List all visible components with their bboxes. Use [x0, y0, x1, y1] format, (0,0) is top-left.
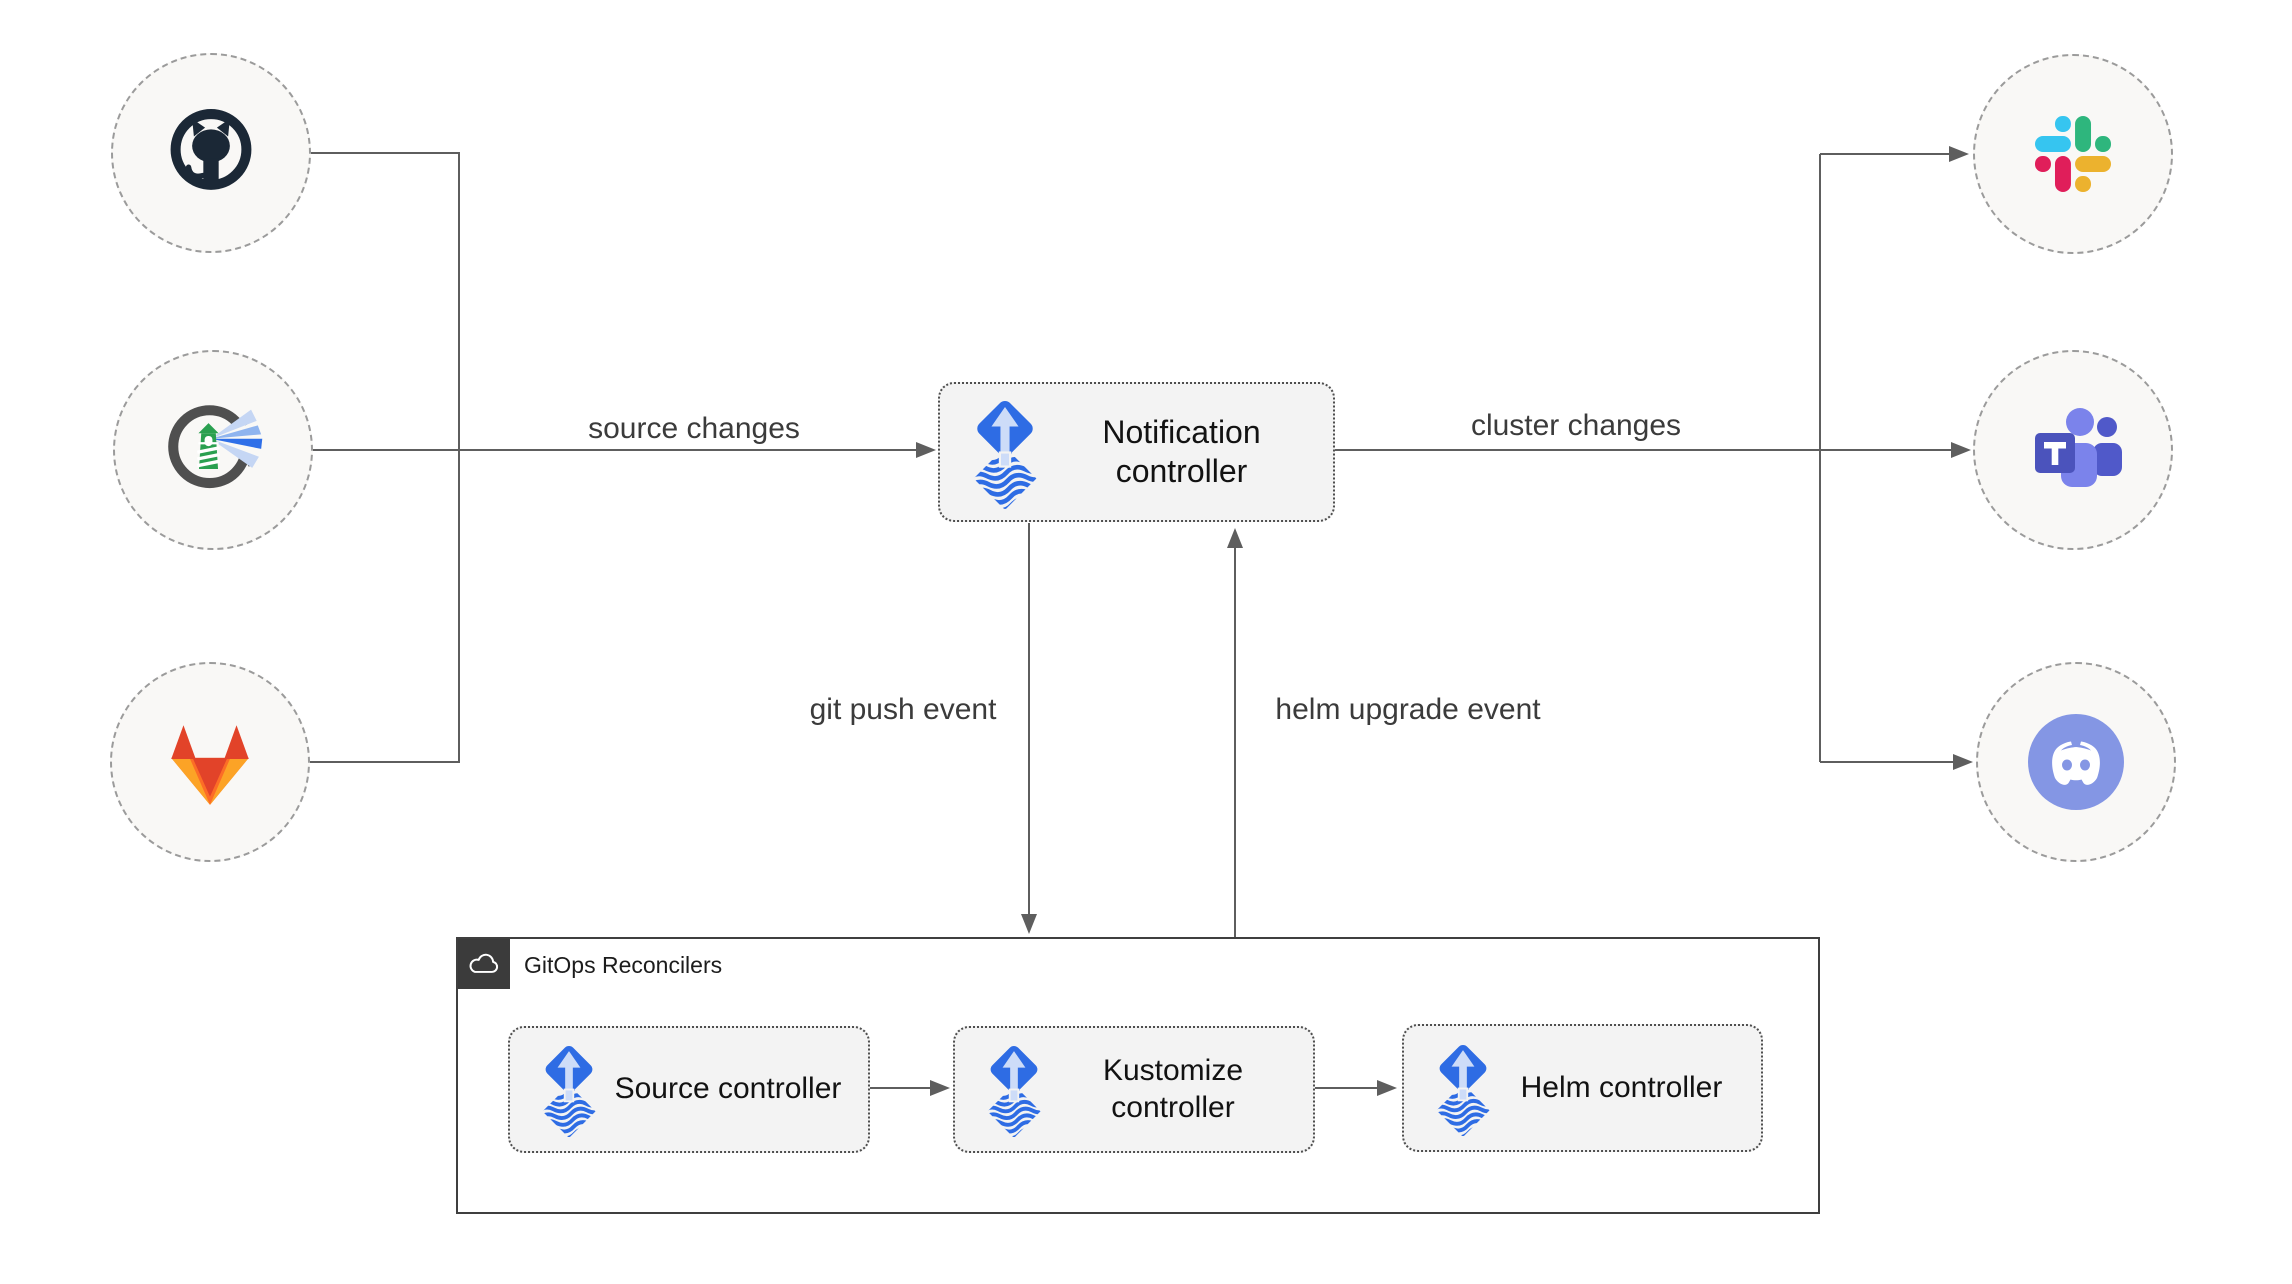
- kustomize-controller-label: Kustomize controller: [1102, 1053, 1244, 1124]
- gitops-reconcilers-container: GitOps Reconcilers: [456, 937, 1820, 1214]
- gitlab-icon: [171, 725, 249, 805]
- notification-controller-label: Notification controller: [1102, 413, 1261, 489]
- edge-label-cluster-changes: cluster changes: [1470, 409, 1682, 442]
- source-controller-label: Source controller: [614, 1072, 842, 1106]
- teams-icon: [2035, 408, 2122, 487]
- source-controller-box: Source controller: [508, 1026, 870, 1153]
- container-badge: [458, 939, 510, 989]
- node-discord: [1976, 662, 2176, 862]
- node-slack: [1973, 54, 2173, 254]
- slack-icon: [2035, 116, 2111, 192]
- discord-icon: [2028, 714, 2124, 810]
- gitops-reconcilers-label: GitOps Reconcilers: [524, 952, 723, 978]
- github-icon: [170, 109, 252, 190]
- cloud-icon: [469, 953, 499, 973]
- flux-icon: [966, 396, 1044, 509]
- node-gitlab: [110, 662, 310, 862]
- notification-controller-box: Notification controller: [938, 382, 1335, 522]
- flux-icon: [981, 1042, 1047, 1137]
- flux-icon: [536, 1042, 602, 1137]
- edge-label-helm-upgrade-event: helm upgrade event: [1275, 693, 1541, 726]
- node-harbor: [113, 350, 313, 550]
- connector-sources-trunk: [310, 152, 460, 763]
- edge-label-git-push-event: git push event: [809, 693, 997, 726]
- helm-controller-box: Helm controller: [1402, 1024, 1763, 1152]
- helm-controller-label: Helm controller: [1520, 1070, 1723, 1104]
- node-microsoft-teams: [1973, 350, 2173, 550]
- edge-label-source-changes: source changes: [588, 412, 800, 445]
- kustomize-controller-box: Kustomize controller: [953, 1026, 1315, 1153]
- harbor-icon: [168, 405, 269, 489]
- node-github: [111, 53, 311, 253]
- flux-icon: [1430, 1041, 1496, 1136]
